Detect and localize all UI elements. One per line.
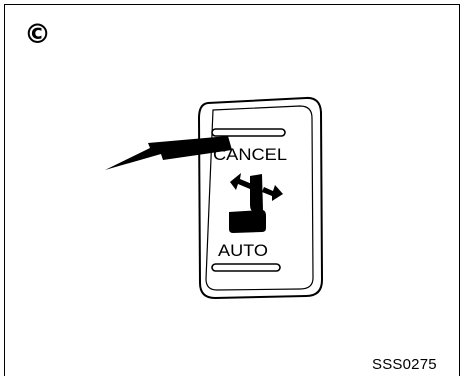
switch-bezel [205, 105, 314, 291]
seat-forward-arrow-icon [262, 185, 283, 201]
seat-backrest-icon [250, 174, 263, 213]
auto-slot [211, 263, 281, 272]
push-arrow-icon [105, 136, 232, 170]
auto-label: AUTO [218, 241, 268, 260]
cancel-slot [211, 128, 286, 137]
seat-back-arrow-icon [230, 173, 252, 190]
figure-code: SSS0275 [372, 356, 437, 373]
seat-adjust-icon [229, 173, 283, 233]
seat-cushion-icon [229, 210, 266, 233]
panel-letter-badge: © [24, 19, 51, 50]
figure-frame [4, 4, 460, 376]
